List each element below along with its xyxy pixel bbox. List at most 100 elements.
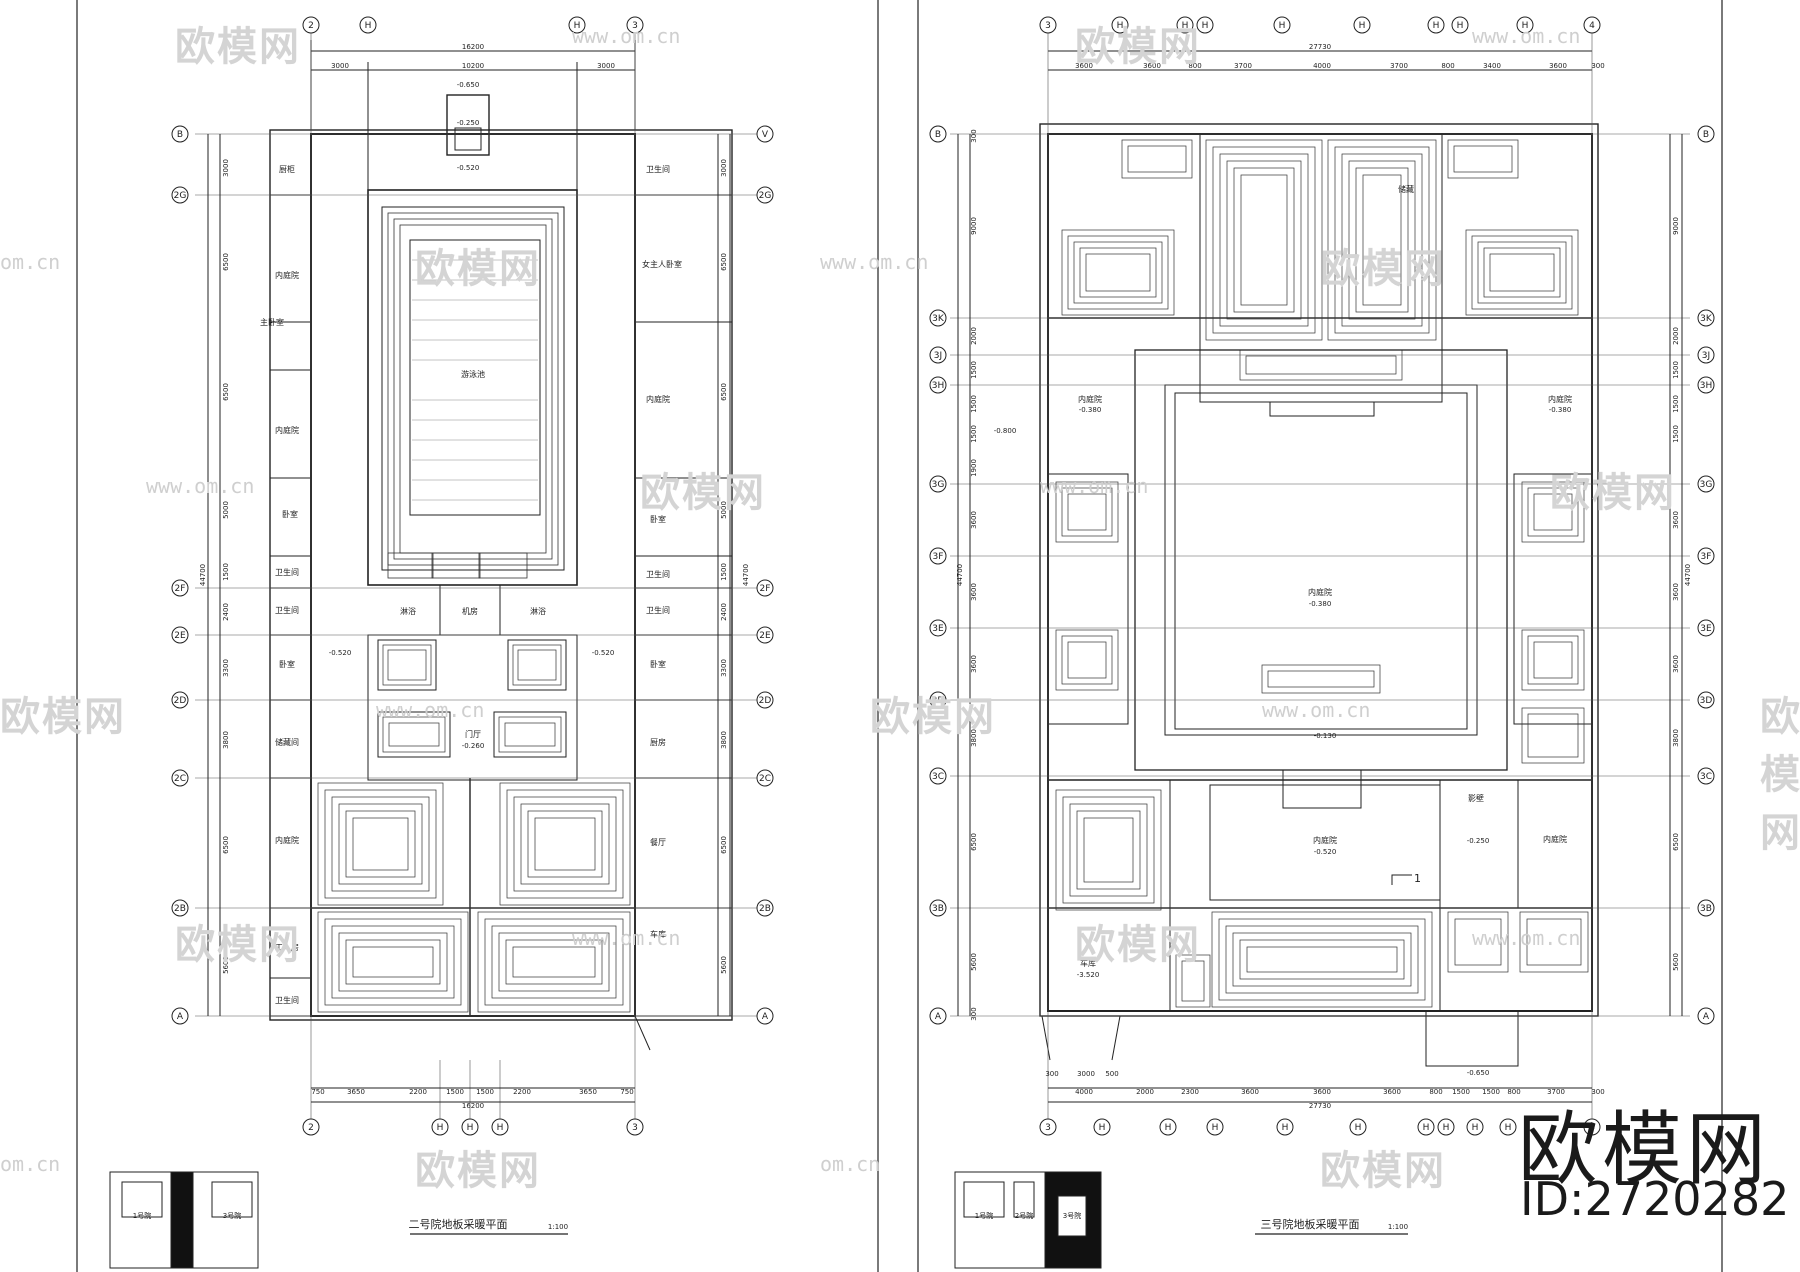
room-label: 卫生间 [275,567,299,577]
elevation: -3.520 [1077,971,1100,979]
room-label: 厨房 [650,737,666,747]
axis-label: H [1182,21,1189,31]
dim: 3000 [222,159,230,177]
dim: 3600 [1672,511,1680,529]
dim: 5600 [720,956,728,974]
axis-label: 3C [1700,772,1712,782]
watermark-url: www.om.cn [820,250,929,274]
room-label: 卫生间 [646,569,670,579]
dim: 3000 [1077,1070,1095,1078]
dim: 1500 [720,563,728,581]
dim: 10200 [462,62,484,70]
brand-logo-text: 欧模网 [1518,1103,1770,1196]
dim: 3600 [1143,62,1161,70]
right-key-plan [954,1171,1102,1269]
dim: 4000 [1075,1088,1093,1096]
elevation: -0.520 [1314,848,1337,856]
watermark-logo: 欧模网 [870,694,996,740]
elevation: -0.800 [994,427,1017,435]
watermark-url: www.om.cn [572,926,681,950]
dim: 3600 [1672,583,1680,601]
axis-label: 2F [175,584,186,594]
key-label: 3号院 [1063,1211,1081,1220]
watermark-logo: 欧模网 [1075,922,1201,968]
room-label: 内庭院 [275,425,299,435]
brand-id: ID:2720282 [1520,1172,1790,1226]
dim: 1500 [222,563,230,581]
watermark-logo: 欧模网 [1760,694,1800,856]
dim: 3700 [1234,62,1252,70]
dim: 3600 [1075,62,1093,70]
room-label: 游泳池 [461,369,485,379]
room-label: 女主人卧室 [642,259,682,269]
left-axis-bubbles [171,16,774,1136]
dim: 2200 [409,1088,427,1096]
axis-label: H [1505,1123,1512,1133]
axis-label: H [1355,1123,1362,1133]
axis-label: A [1703,1012,1710,1022]
dim: 3600 [970,511,978,529]
dim: 5600 [1672,953,1680,971]
axis-label: 3F [933,552,944,562]
dim: 2000 [1136,1088,1154,1096]
axis-label: 3E [1700,624,1712,634]
left-plan-title: 二号院地板采暖平面 [409,1217,508,1231]
dim: 3700 [1547,1088,1565,1096]
axis-label: H [1522,21,1529,31]
watermark-logo: 欧模网 [1550,470,1676,516]
watermark-logo: 欧模网 [1320,246,1446,292]
watermark-url: www.om.cn [1472,24,1581,48]
axis-label: 2D [174,696,187,706]
dim: 3800 [1672,729,1680,747]
axis-label: H [1165,1123,1172,1133]
room-label: 影壁 [1468,793,1484,803]
axis-label: H [1212,1123,1219,1133]
room-label: 淋浴 [530,606,546,616]
axis-label: A [177,1012,184,1022]
room-label: 卫生间 [646,605,670,615]
dim: 1500 [1672,425,1680,443]
axis-label: 3G [932,480,945,490]
watermark-logo: 欧模网 [0,694,126,740]
dim: 2400 [222,603,230,621]
dim: 3650 [579,1088,597,1096]
dim: 300 [1591,62,1604,70]
room-label: 卧室 [282,509,298,519]
watermark-url: www.om.cn [572,24,681,48]
elevation: -0.650 [1467,1069,1490,1077]
dim: 3600 [1313,1088,1331,1096]
axis-label: 2E [759,631,771,641]
axis-label: 4 [1589,1123,1595,1133]
axis-label: 3H [1700,381,1713,391]
room-label: 内庭院 [275,270,299,280]
axis-label: H [1117,21,1124,31]
elevation: -0.130 [1314,732,1337,740]
dim-total-top: 27730 [1309,43,1331,51]
dim: 6500 [720,836,728,854]
dim: 6500 [222,383,230,401]
axis-label: H [1279,21,1286,31]
dim-total-side: 44700 [1684,564,1692,586]
axis-label: 3 [1045,21,1051,31]
axis-label: 3K [932,314,945,324]
dim: 1500 [1452,1088,1470,1096]
dim: 2300 [1181,1088,1199,1096]
dim-total-side: 44700 [956,564,964,586]
dim: 300 [970,1007,978,1020]
axis-label: 3H [932,381,945,391]
axis-label: H [1472,1123,1479,1133]
dim: 5000 [720,501,728,519]
axis-label: 3K [1700,314,1713,324]
right-room-labels: 储藏 内庭院 内庭院 内庭院 内庭院 影壁 内庭院 车库 [1078,184,1572,968]
right-dims: 27730 3600 3600 800 3700 4000 3700 800 3… [956,43,1692,1110]
axis-label: H [1099,1123,1106,1133]
room-label: 厨柜 [279,164,295,174]
right-key-labels: 1号院 2号院 3号院 [975,1211,1081,1220]
dim: 4000 [1313,62,1331,70]
dim: 2000 [970,327,978,345]
dim: 3800 [222,731,230,749]
dim: 1500 [970,361,978,379]
axis-label: 3 [632,21,638,31]
watermark-logo: 欧模网 [415,246,541,292]
